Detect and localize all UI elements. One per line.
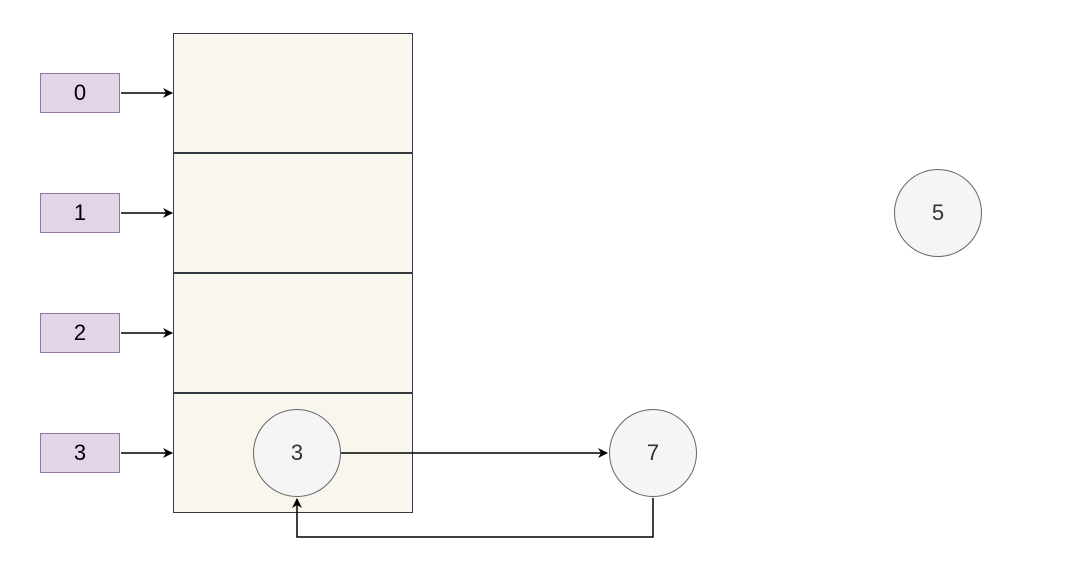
node-circle-7: 7 (609, 409, 697, 497)
node-circle-5: 5 (894, 169, 982, 257)
index-box-3: 3 (40, 433, 120, 473)
index-box-1: 1 (40, 193, 120, 233)
index-box-0: 0 (40, 73, 120, 113)
node-circle-3: 3 (253, 409, 341, 497)
bucket-slot-0 (173, 33, 413, 153)
bucket-slot-1 (173, 153, 413, 273)
index-box-2: 2 (40, 313, 120, 353)
bucket-slot-2 (173, 273, 413, 393)
